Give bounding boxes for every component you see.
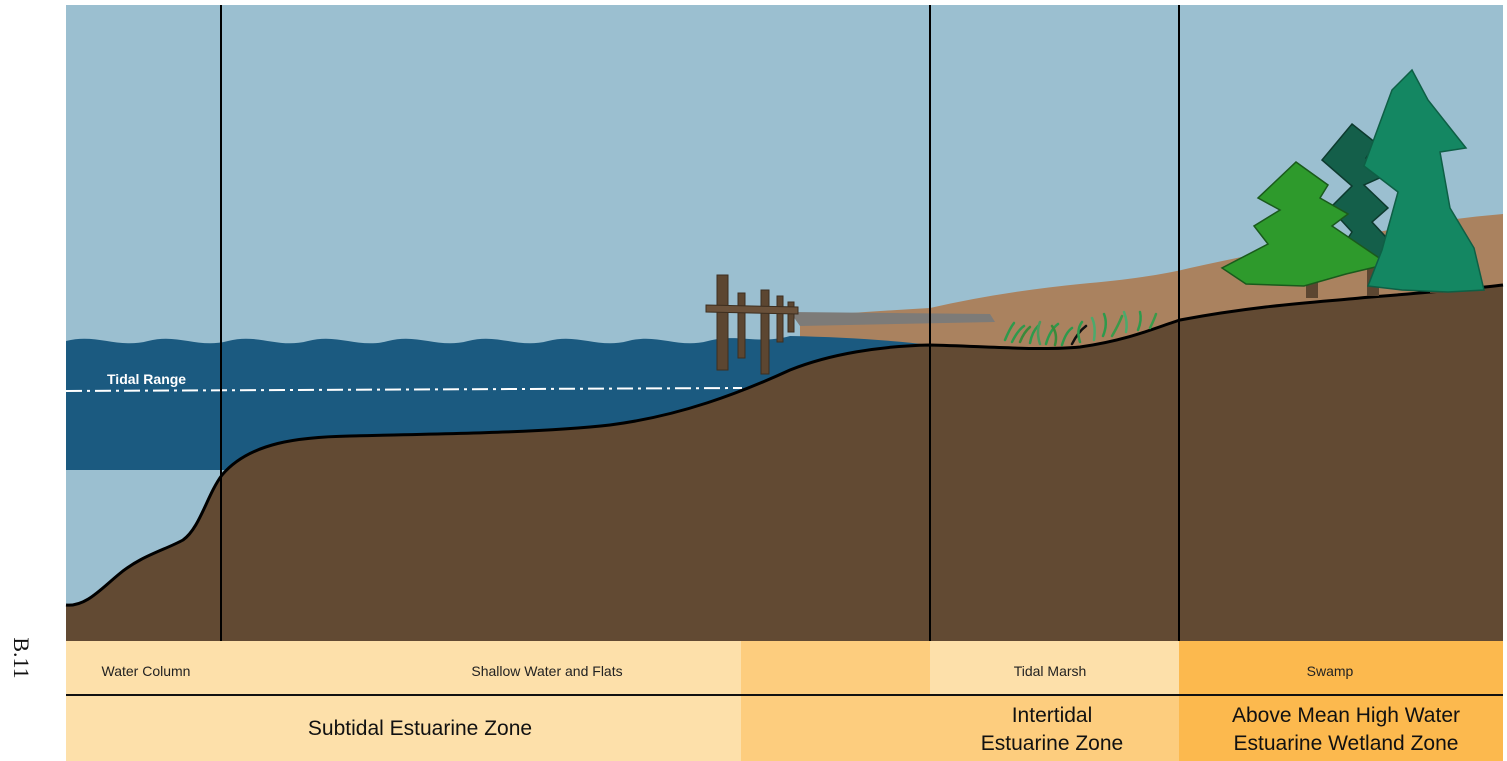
- tidal-range-label: Tidal Range: [107, 371, 186, 387]
- label-intertidal-zone-line1: Intertidal: [1012, 704, 1093, 727]
- pier: [705, 274, 799, 375]
- label-shallow-water-flats: Shallow Water and Flats: [471, 663, 622, 679]
- habitat-band-shallow-water: [221, 641, 741, 694]
- tree-teal: [1363, 68, 1485, 293]
- label-subtidal-zone: Subtidal Estuarine Zone: [308, 717, 532, 740]
- distant-shore-gray: [790, 312, 995, 326]
- swamp-trees: [1220, 68, 1485, 298]
- zone-band-subtidal: [66, 696, 741, 761]
- zone-band-transition: [741, 696, 930, 761]
- tree-light: [1220, 161, 1390, 287]
- label-above-mhw-line1: Above Mean High Water: [1232, 704, 1460, 727]
- label-swamp: Swamp: [1307, 663, 1354, 679]
- label-above-mhw-line2: Estuarine Wetland Zone: [1234, 732, 1459, 755]
- tidal-range-line: [65, 387, 743, 392]
- habitat-band-transition: [741, 641, 930, 694]
- habitat-band-swamp: [1179, 641, 1503, 694]
- ground-outline: [65, 283, 1504, 607]
- zone-band-intertidal: [930, 696, 1179, 761]
- marsh-grass: [1003, 310, 1158, 347]
- habitat-band-tidal-marsh: [930, 641, 1179, 694]
- label-water-column: Water Column: [102, 663, 191, 679]
- page-number: B.11: [9, 637, 34, 678]
- ground: [66, 285, 1503, 641]
- habitat-band-water-column: [66, 641, 221, 694]
- label-tidal-marsh: Tidal Marsh: [1014, 663, 1087, 679]
- label-intertidal-zone-line2: Estuarine Zone: [981, 732, 1123, 755]
- zone-band-above-mhw: [1179, 696, 1503, 761]
